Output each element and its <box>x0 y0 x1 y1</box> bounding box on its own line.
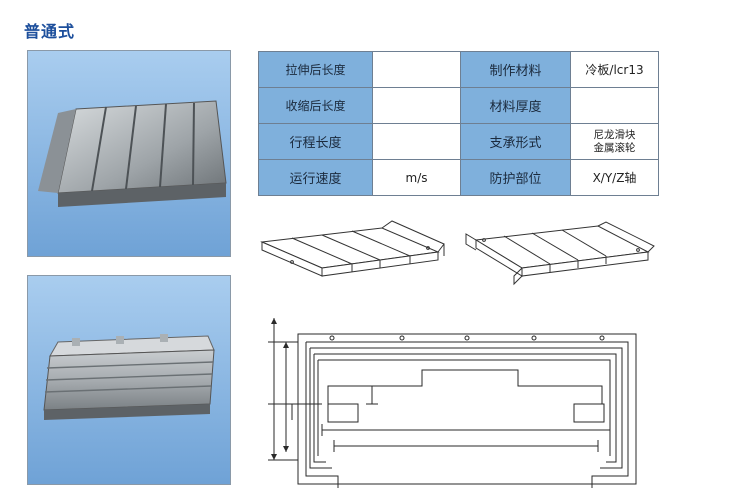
value-material: 冷板/lcr13 <box>570 51 659 88</box>
isometric-drawing-left <box>260 220 445 277</box>
label-material-thickness: 材料厚度 <box>460 87 571 124</box>
table-row: 收缩后长度 材料厚度 <box>258 87 659 124</box>
technical-section-drawing <box>268 318 637 488</box>
telescopic-cover-photo-2 <box>28 276 230 484</box>
isometric-drawing-right <box>465 221 655 286</box>
product-photo-bottom <box>27 275 231 485</box>
label-material: 制作材料 <box>460 51 571 88</box>
telescopic-cover-photo-1 <box>28 51 230 256</box>
support-type-line-2: 金属滚轮 <box>593 141 636 154</box>
value-material-thickness <box>570 87 659 124</box>
page-title: 普通式 <box>24 22 76 41</box>
value-running-speed: m/s <box>372 159 461 196</box>
table-row: 拉伸后长度 制作材料 冷板/lcr13 <box>258 51 659 88</box>
label-retracted-length: 收缩后长度 <box>258 87 373 124</box>
product-photo-top <box>27 50 231 257</box>
support-type-line-1: 尼龙滑块 <box>593 128 636 141</box>
label-running-speed: 运行速度 <box>258 159 373 196</box>
label-support-type: 支承形式 <box>460 123 571 160</box>
value-stroke-length <box>372 123 461 160</box>
value-support-type: 尼龙滑块 金属滚轮 <box>570 123 659 160</box>
value-protected-axis: X/Y/Z轴 <box>570 159 659 196</box>
label-protected-axis: 防护部位 <box>460 159 571 196</box>
spec-table: 拉伸后长度 制作材料 冷板/lcr13 收缩后长度 材料厚度 行程长度 支承形式… <box>258 51 659 196</box>
value-extended-length <box>372 51 461 88</box>
label-stroke-length: 行程长度 <box>258 123 373 160</box>
table-row: 运行速度 m/s 防护部位 X/Y/Z轴 <box>258 159 659 196</box>
table-row: 行程长度 支承形式 尼龙滑块 金属滚轮 <box>258 123 659 160</box>
value-retracted-length <box>372 87 461 124</box>
label-extended-length: 拉伸后长度 <box>258 51 373 88</box>
